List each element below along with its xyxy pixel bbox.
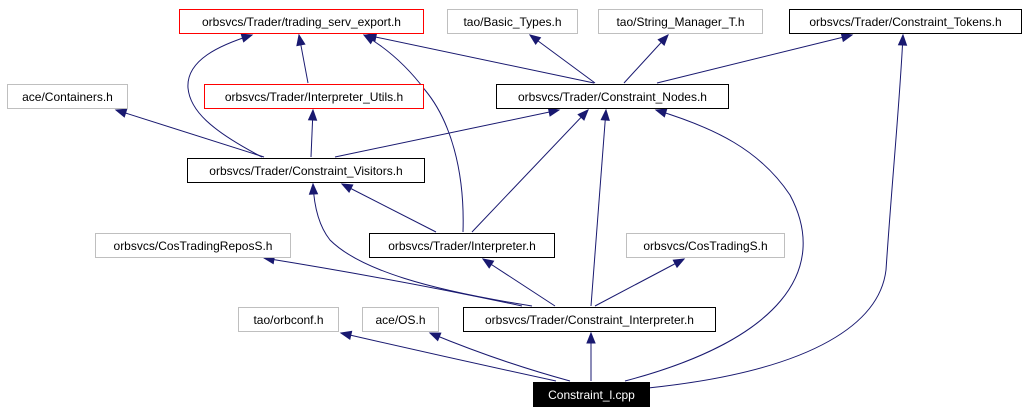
edge-constraint-interpreter-to-cos-trading: [594, 258, 685, 307]
node-orbconf: tao/orbconf.h: [238, 307, 339, 332]
node-constraint-interpreter[interactable]: orbsvcs/Trader/Constraint_Interpreter.h: [463, 307, 716, 332]
edge-interpreter-to-constraint-nodes-arrowhead: [577, 109, 589, 121]
edge-constraint-nodes-to-trading-serv-export: [365, 34, 595, 84]
node-constraint-l-cpp: Constraint_l.cpp: [533, 382, 650, 407]
edge-interpreter-utils-to-trading-serv-export-arrowhead: [296, 33, 306, 47]
edge-constraint-nodes-to-basic-types: [529, 34, 596, 84]
edge-constraint-visitors-to-constraint-nodes-arrowhead: [547, 107, 561, 117]
node-string-manager: tao/String_Manager_T.h: [598, 9, 763, 34]
edge-constraint-visitors-to-trading-serv-export: [187, 34, 263, 158]
edge-constraint-interpreter-to-constraint-visitors: [312, 183, 533, 307]
edge-constraint-nodes-to-trading-serv-export-arrowhead: [364, 32, 378, 42]
node-constraint-nodes[interactable]: orbsvcs/Trader/Constraint_Nodes.h: [496, 84, 729, 109]
edge-constraint-nodes-to-constraint-tokens: [656, 34, 853, 84]
edge-constraint-visitors-to-containers-arrowhead: [114, 108, 128, 118]
edge-constraint-l-cpp-to-constraint-tokens: [647, 34, 904, 389]
edge-constraint-visitors-to-constraint-nodes: [334, 109, 560, 158]
edge-constraint-visitors-to-containers: [115, 109, 265, 158]
edge-interpreter-to-constraint-visitors-arrowhead: [340, 183, 354, 193]
node-cos-trading-repos: orbsvcs/CosTradingReposS.h: [95, 233, 291, 258]
edge-constraint-l-cpp-to-ace-os-arrowhead: [428, 332, 442, 342]
edge-constraint-nodes-to-constraint-tokens-arrowhead: [840, 32, 854, 43]
edge-constraint-interpreter-to-constraint-nodes: [590, 109, 607, 307]
edge-constraint-nodes-to-string-manager-arrowhead: [657, 34, 669, 46]
node-basic-types: tao/Basic_Types.h: [447, 9, 578, 34]
node-cos-trading: orbsvcs/CosTradingS.h: [626, 233, 785, 258]
node-constraint-tokens[interactable]: orbsvcs/Trader/Constraint_Tokens.h: [789, 9, 1022, 34]
edge-constraint-interpreter-to-interpreter: [482, 258, 556, 307]
node-interpreter-utils[interactable]: orbsvcs/Trader/Interpreter_Utils.h: [204, 84, 424, 109]
edge-constraint-interpreter-to-constraint-nodes-arrowhead: [600, 108, 610, 121]
edge-interpreter-to-constraint-nodes: [471, 109, 589, 233]
edge-constraint-interpreter-to-cos-trading-arrowhead: [672, 258, 686, 269]
edge-constraint-l-cpp-to-constraint-tokens-arrowhead: [897, 33, 908, 46]
node-interpreter[interactable]: orbsvcs/Trader/Interpreter.h: [369, 233, 555, 258]
node-ace-os: ace/OS.h: [362, 307, 439, 332]
node-trading-serv-export[interactable]: orbsvcs/Trader/trading_serv_export.h: [179, 9, 424, 34]
node-constraint-visitors[interactable]: orbsvcs/Trader/Constraint_Visitors.h: [187, 158, 425, 183]
edge-interpreter-to-trading-serv-export: [363, 34, 464, 233]
edge-constraint-l-cpp-to-constraint-nodes: [624, 109, 804, 382]
edge-constraint-l-cpp-to-orbconf: [340, 332, 557, 382]
edge-constraint-l-cpp-to-orbconf-arrowhead: [339, 330, 353, 340]
edge-constraint-interpreter-to-constraint-visitors-arrowhead: [308, 182, 319, 195]
edge-constraint-l-cpp-to-constraint-nodes-arrowhead: [654, 108, 668, 118]
edge-constraint-l-cpp-to-constraint-interpreter-arrowhead: [586, 331, 596, 344]
node-containers: ace/Containers.h: [7, 84, 128, 109]
edge-constraint-visitors-to-interpreter-utils-arrowhead: [307, 108, 318, 121]
edge-interpreter-to-constraint-visitors: [341, 183, 437, 233]
edge-constraint-interpreter-to-interpreter-arrowhead: [481, 258, 495, 269]
edge-constraint-visitors-to-trading-serv-export-arrowhead: [240, 33, 254, 43]
edge-constraint-interpreter-to-cos-trading-repos: [263, 257, 523, 307]
edge-constraint-l-cpp-to-ace-os: [429, 332, 571, 382]
edge-constraint-nodes-to-basic-types-arrowhead: [528, 34, 542, 46]
edge-constraint-nodes-to-string-manager: [623, 34, 669, 84]
